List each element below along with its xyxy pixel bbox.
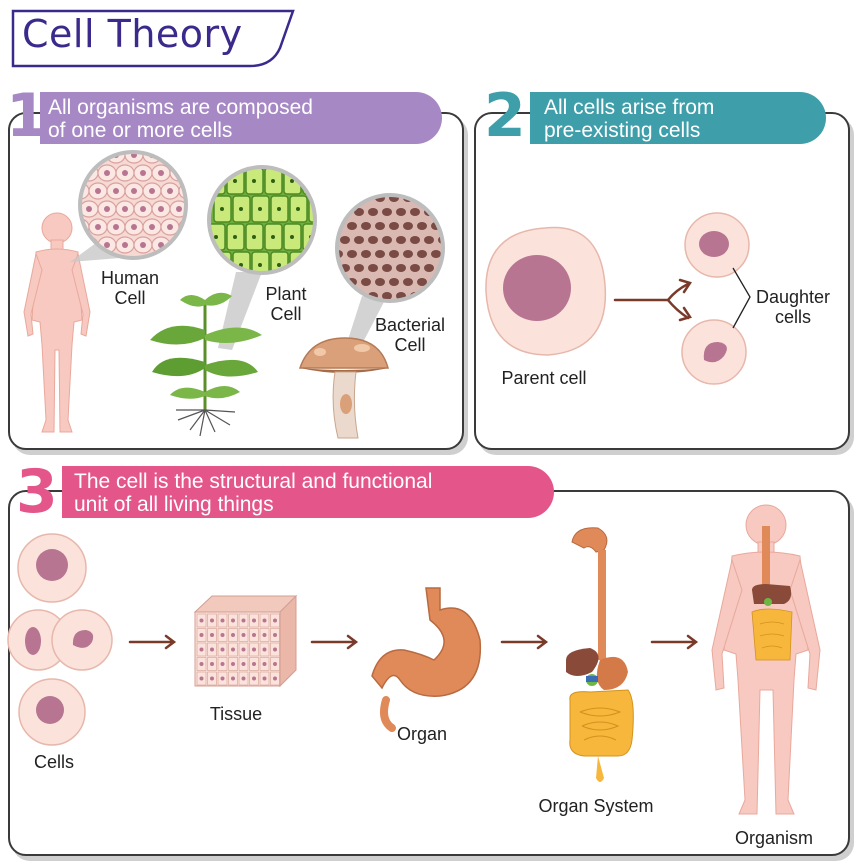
label-daughter-line-2: cells	[774, 307, 811, 327]
label-tissue: Tissue	[209, 704, 263, 724]
label-daughter-line-1: Daughter	[755, 287, 831, 307]
label-cells: Cells	[33, 752, 74, 772]
label-plant-line-2: Cell	[270, 304, 302, 324]
panel-levels-of-organization	[8, 490, 850, 856]
label-organ: Organ	[396, 724, 448, 744]
label-plant-line-1: Plant	[265, 284, 307, 304]
label-organ-system: Organ System	[538, 796, 654, 816]
banner-1-line-2: of one or more cells	[48, 119, 233, 142]
section-number-1: 1	[6, 81, 48, 151]
banner-1-line-1: All organisms are composed	[48, 96, 313, 119]
label-organism: Organism	[734, 828, 814, 848]
page-title: Cell Theory	[22, 12, 243, 56]
section-number-3: 3	[16, 457, 58, 527]
banner-2-line-1: All cells arise from	[544, 96, 715, 119]
label-human-line-1: Human	[100, 268, 160, 288]
banner-section-3: The cell is the structural and functiona…	[62, 466, 554, 518]
label-parent-cell: Parent cell	[501, 368, 587, 388]
section-number-2: 2	[484, 81, 526, 151]
label-human-line-2: Cell	[114, 288, 146, 308]
panel-organisms	[8, 112, 464, 450]
label-bacterial-line-1: Bacterial	[374, 315, 446, 335]
label-bacterial-line-2: Cell	[394, 335, 426, 355]
panel-cell-division	[474, 112, 850, 450]
banner-3-line-1: The cell is the structural and functiona…	[74, 470, 433, 493]
banner-2-line-2: pre-existing cells	[544, 119, 701, 142]
banner-3-line-2: unit of all living things	[74, 493, 274, 516]
title-frame	[11, 9, 295, 68]
